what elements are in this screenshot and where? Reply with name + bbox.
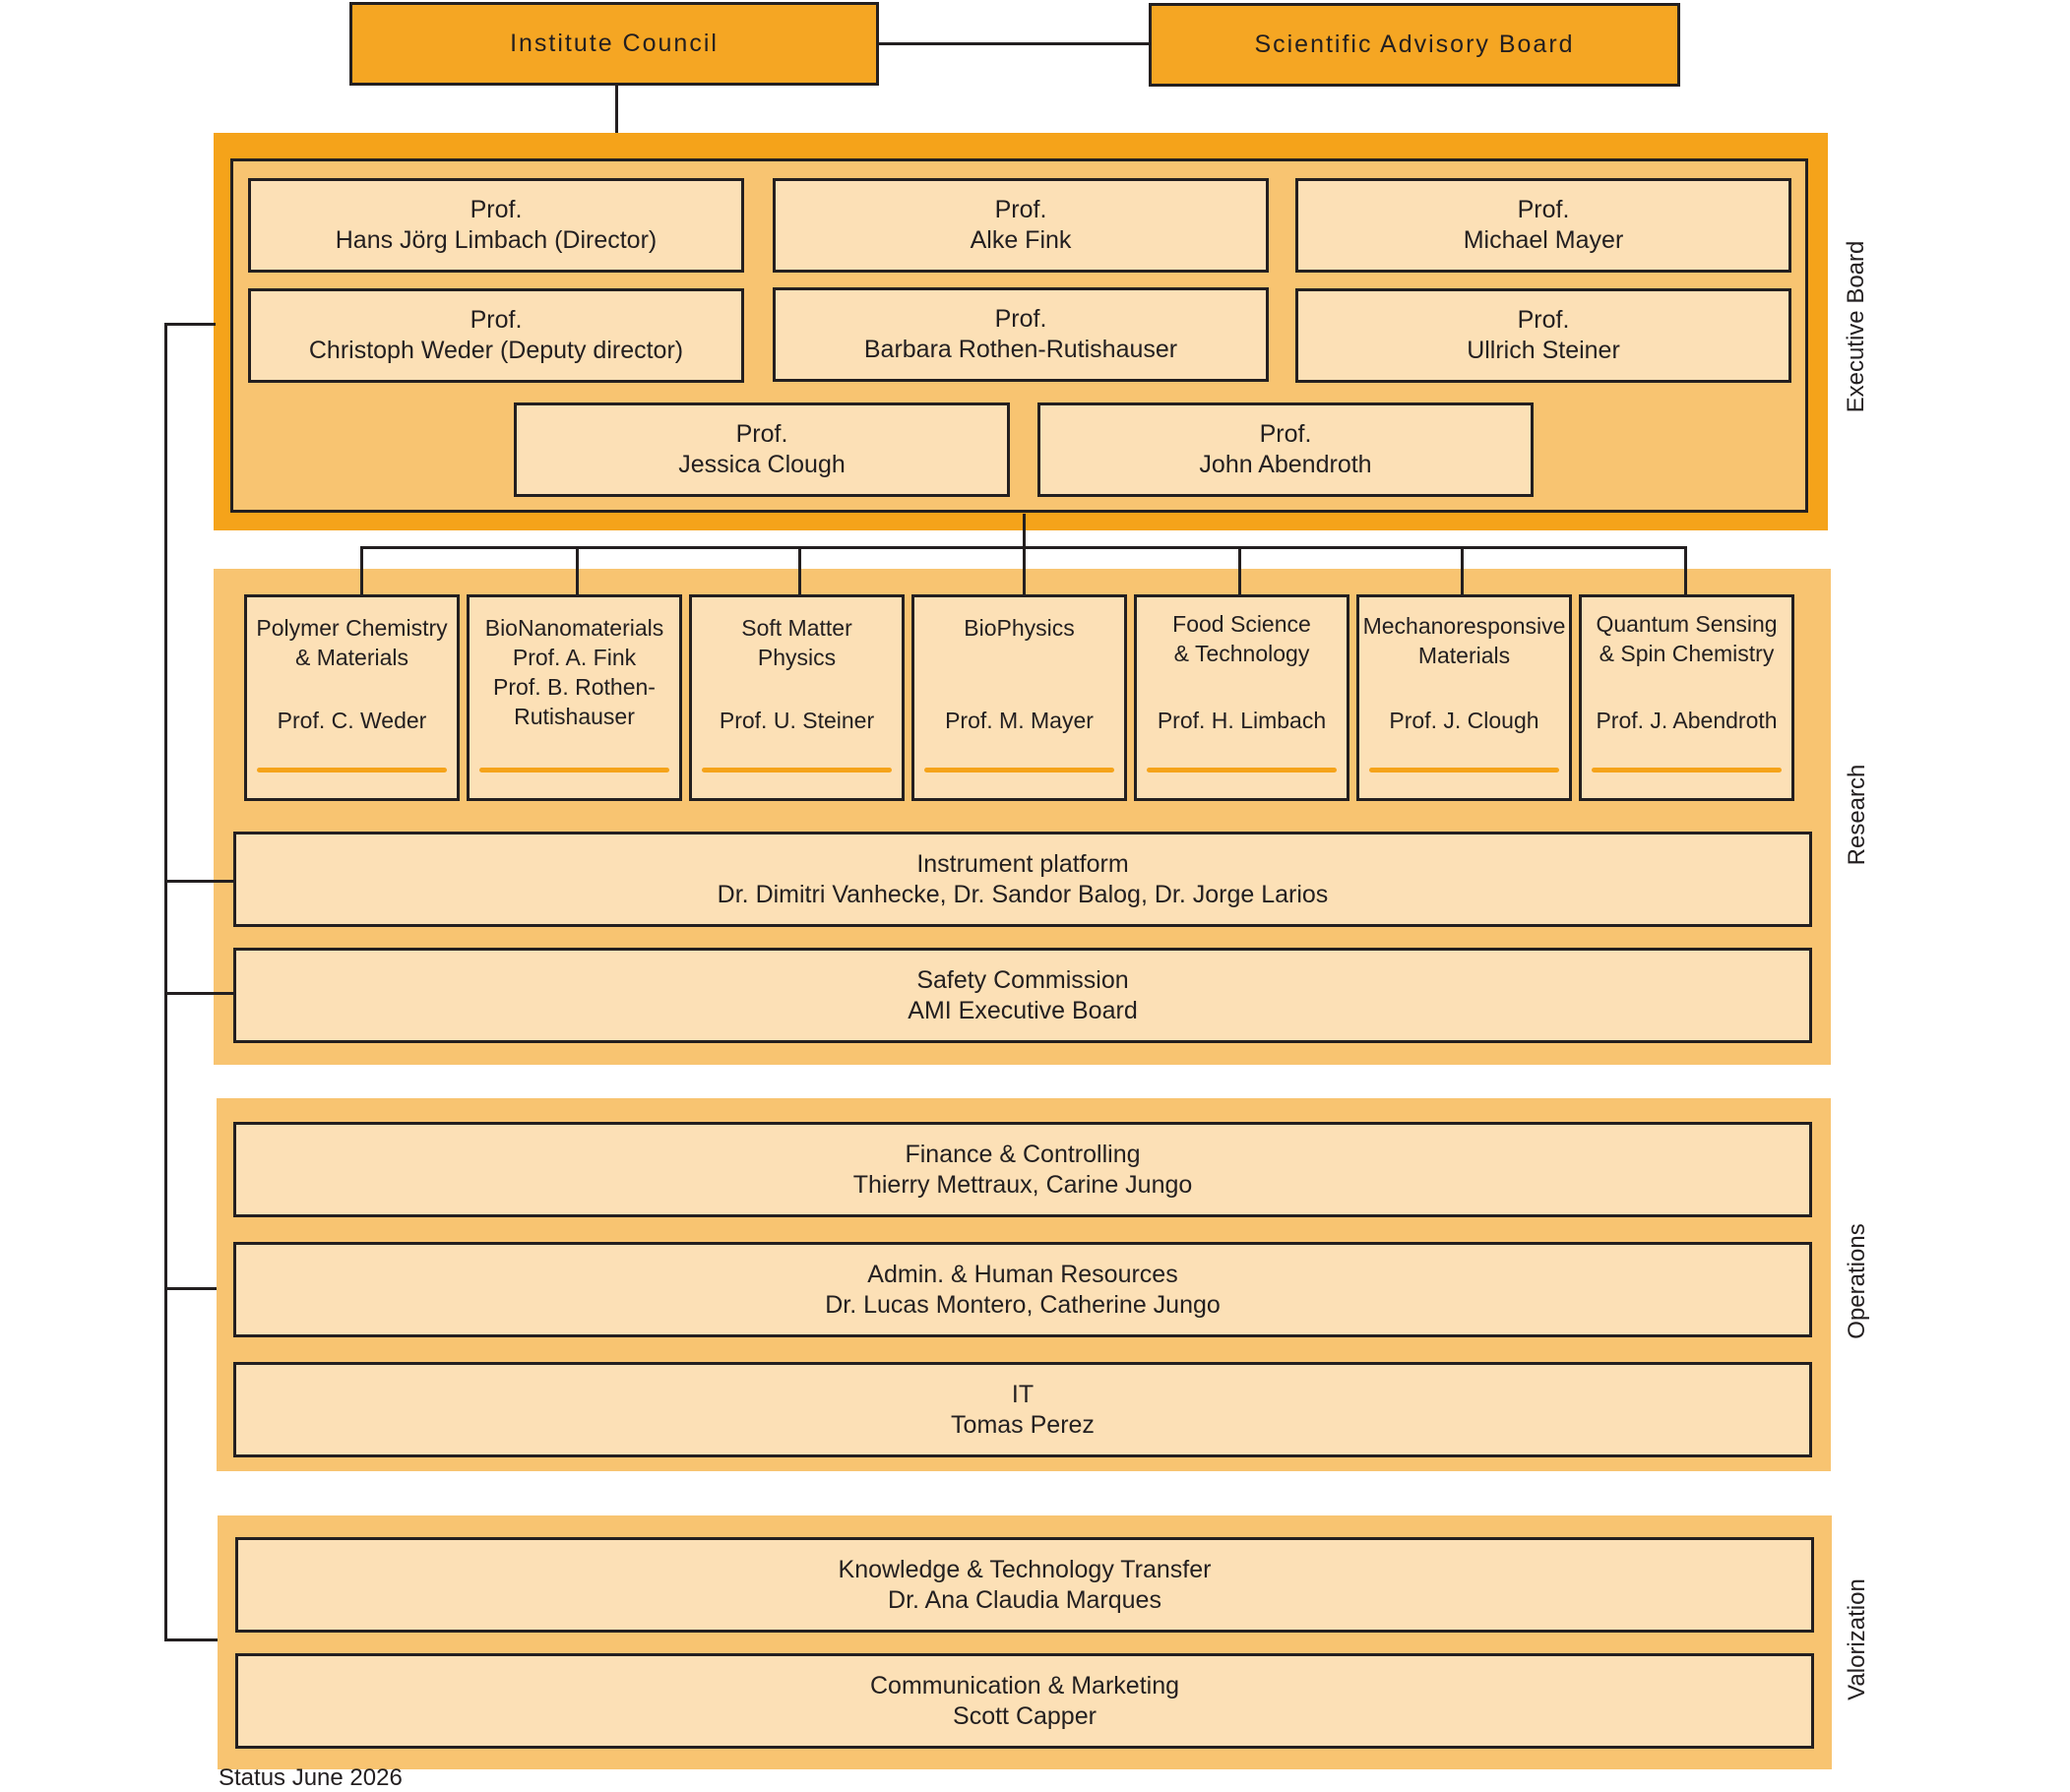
unit-title: Communication & Marketing: [869, 1671, 1179, 1699]
group-connector: [1238, 546, 1241, 596]
finance-controlling-box: Finance & Controlling Thierry Mettraux, …: [233, 1122, 1812, 1217]
research-group-title: Mechanoresponsive Materials: [1362, 613, 1566, 668]
council-executive-connector: [615, 86, 618, 154]
board-member-title: Prof.: [1259, 420, 1312, 448]
scientific-advisory-board-label: Scientific Advisory Board: [1254, 31, 1575, 58]
group-connector: [1023, 546, 1026, 596]
operations-label: Operations: [1844, 1223, 1870, 1339]
board-member-title: Prof.: [994, 196, 1047, 223]
executive-board-label: Executive Board: [1843, 240, 1869, 413]
group-accent-bar: [1147, 768, 1337, 772]
board-member-name: Ullrich Steiner: [1467, 337, 1620, 364]
unit-title: Instrument platform: [916, 849, 1129, 878]
research-group-card: BioPhysics Prof. M. Mayer: [911, 594, 1127, 801]
board-member-title: Prof.: [470, 306, 523, 334]
group-accent-bar: [257, 768, 447, 772]
safety-commission-box: Safety Commission AMI Executive Board: [233, 948, 1812, 1043]
unit-title: Admin. & Human Resources: [867, 1260, 1178, 1288]
research-group-card: Food Science & Technology Prof. H. Limba…: [1134, 594, 1349, 801]
communication-marketing-box: Communication & Marketing Scott Capper: [235, 1653, 1814, 1749]
board-member-title: Prof.: [470, 196, 523, 223]
knowledge-transfer-box: Knowledge & Technology Transfer Dr. Ana …: [235, 1537, 1814, 1633]
group-accent-bar: [479, 768, 669, 772]
board-member-title: Prof.: [735, 420, 788, 448]
unit-people: Dr. Ana Claudia Marques: [888, 1585, 1161, 1614]
board-member-name: John Abendroth: [1199, 451, 1372, 478]
board-member-name: Christoph Weder (Deputy director): [308, 337, 684, 364]
research-group-title: Quantum Sensing & Spin Chemistry: [1596, 611, 1778, 666]
left-spine-connector: [164, 323, 167, 1641]
group-accent-bar: [1592, 768, 1782, 772]
group-accent-bar: [702, 768, 892, 772]
board-member-card: Prof. Alke Fink: [773, 178, 1269, 273]
research-group-card: Polymer Chemistry & Materials Prof. C. W…: [244, 594, 460, 801]
research-group-leads: Prof. M. Mayer: [945, 708, 1094, 733]
board-member-card: Prof. John Abendroth: [1037, 402, 1534, 497]
group-connector: [576, 546, 579, 596]
institute-council-box: Institute Council: [349, 2, 879, 86]
research-group-card: BioNanomaterials Prof. A. Fink Prof. B. …: [467, 594, 682, 801]
board-member-title: Prof.: [1517, 306, 1570, 334]
spine-branch-safety: [164, 992, 233, 995]
research-group-leads: Prof. C. Weder: [277, 708, 427, 733]
unit-title: IT: [1011, 1380, 1035, 1408]
board-member-name: Jessica Clough: [678, 451, 846, 478]
unit-title: Knowledge & Technology Transfer: [838, 1555, 1212, 1583]
unit-people: Scott Capper: [953, 1701, 1097, 1730]
board-member-card: Prof. Michael Mayer: [1295, 178, 1791, 273]
status-footer: Status June 2026: [219, 1764, 403, 1791]
group-accent-bar: [1369, 768, 1559, 772]
board-member-title: Prof.: [994, 305, 1047, 333]
research-group-card: Quantum Sensing & Spin Chemistry Prof. J…: [1579, 594, 1794, 801]
research-group-leads: Prof. J. Clough: [1389, 708, 1539, 733]
research-group-title: Food Science & Technology: [1172, 611, 1311, 666]
board-member-card: Prof. Christoph Weder (Deputy director): [248, 288, 744, 383]
unit-people: AMI Executive Board: [908, 996, 1138, 1024]
board-member-card: Prof. Hans Jörg Limbach (Director): [248, 178, 744, 273]
executive-research-connector: [1023, 514, 1026, 548]
council-advisory-connector: [879, 42, 1149, 45]
board-member-name: Michael Mayer: [1463, 226, 1624, 254]
spine-branch-instrument: [164, 880, 233, 883]
unit-title: Finance & Controlling: [905, 1140, 1141, 1168]
spine-branch-valorization: [164, 1638, 218, 1641]
research-group-card: Soft Matter Physics Prof. U. Steiner: [689, 594, 905, 801]
unit-people: Dr. Dimitri Vanhecke, Dr. Sandor Balog, …: [717, 880, 1329, 908]
spine-branch-operations: [164, 1287, 217, 1290]
unit-people: Dr. Lucas Montero, Catherine Jungo: [825, 1290, 1221, 1319]
board-member-title: Prof.: [1517, 196, 1570, 223]
research-group-title: BioNanomaterials: [484, 615, 664, 641]
board-member-card: Prof. Ullrich Steiner: [1295, 288, 1791, 383]
research-group-title: Polymer Chemistry & Materials: [256, 615, 448, 670]
research-group-leads: Prof. U. Steiner: [719, 708, 875, 733]
board-member-name: Barbara Rothen-Rutishauser: [863, 336, 1178, 363]
admin-hr-box: Admin. & Human Resources Dr. Lucas Monte…: [233, 1242, 1812, 1337]
board-member-name: Hans Jörg Limbach (Director): [335, 226, 658, 254]
group-connector: [798, 546, 801, 596]
board-member-name: Alke Fink: [970, 226, 1072, 254]
research-group-leads: Prof. J. Abendroth: [1596, 708, 1778, 733]
research-group-leads: Prof. A. Fink Prof. B. Rothen- Rutishaus…: [493, 645, 656, 729]
valorization-label: Valorization: [1844, 1578, 1870, 1700]
research-group-title: Soft Matter Physics: [741, 615, 852, 670]
group-connector: [1461, 546, 1464, 596]
it-box: IT Tomas Perez: [233, 1362, 1812, 1457]
unit-title: Safety Commission: [916, 965, 1129, 994]
group-accent-bar: [924, 768, 1114, 772]
scientific-advisory-board-box: Scientific Advisory Board: [1149, 3, 1680, 87]
board-member-card: Prof. Barbara Rothen-Rutishauser: [773, 287, 1269, 382]
research-group-title: BioPhysics: [964, 615, 1075, 641]
unit-people: Tomas Perez: [951, 1410, 1095, 1439]
research-group-card: Mechanoresponsive Materials Prof. J. Clo…: [1356, 594, 1572, 801]
group-connector: [1684, 546, 1687, 596]
institute-council-label: Institute Council: [510, 30, 719, 57]
instrument-platform-box: Instrument platform Dr. Dimitri Vanhecke…: [233, 832, 1812, 927]
research-group-leads: Prof. H. Limbach: [1157, 708, 1327, 733]
research-label: Research: [1844, 764, 1870, 866]
unit-people: Thierry Mettraux, Carine Jungo: [852, 1170, 1193, 1199]
group-connector: [360, 546, 363, 596]
spine-branch-executive: [164, 323, 216, 326]
board-member-card: Prof. Jessica Clough: [514, 402, 1010, 497]
